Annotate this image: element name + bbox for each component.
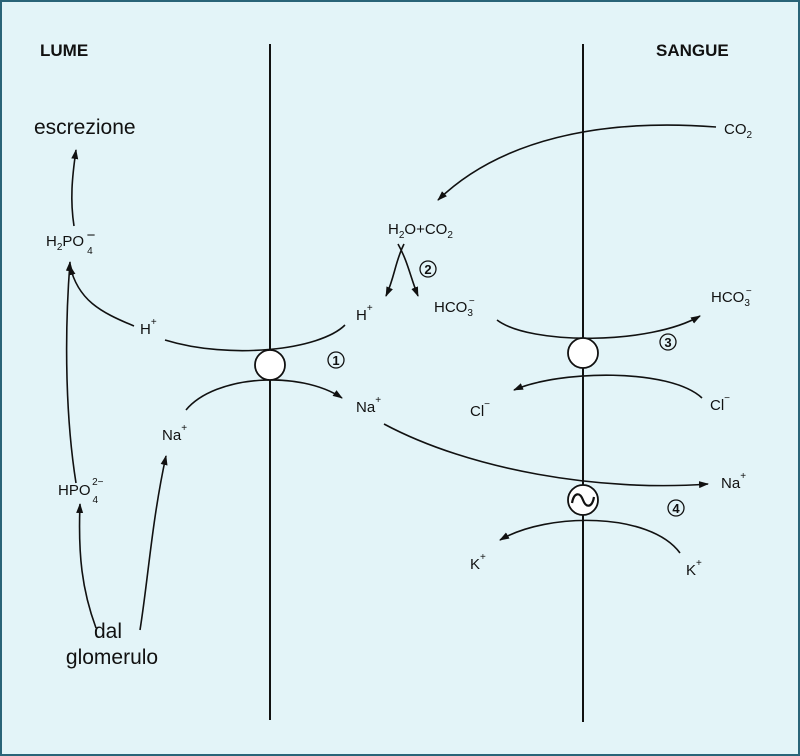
step-number-4: 4 bbox=[672, 501, 680, 516]
pump-tilde-icon bbox=[570, 493, 596, 507]
label-k-cell: K+ bbox=[470, 552, 486, 573]
header-lume: LUME bbox=[40, 41, 88, 60]
arrow-glomerulo-to-hpo4 bbox=[76, 503, 97, 629]
label-na-cell: Na+ bbox=[356, 395, 381, 416]
label-cl-cell: Cl− bbox=[470, 399, 490, 420]
arrow-glomerulo-to-na bbox=[139, 455, 168, 631]
label-hpo4: HPO42− bbox=[58, 477, 104, 506]
arrow-na-to-blood bbox=[383, 423, 709, 489]
label-h2o-co2: H2O+CO2 bbox=[388, 221, 453, 241]
label-na-blood: Na+ bbox=[721, 471, 746, 492]
arrow-to-hco3-cell bbox=[397, 243, 419, 297]
arrow-hpo4-to-h2po4 bbox=[65, 261, 77, 484]
arrow-cl-influx bbox=[513, 374, 703, 399]
label-h-cell: H+ bbox=[356, 303, 373, 324]
arrow-to-h-cell bbox=[385, 243, 405, 297]
arrow-h2po4-to-escrezione bbox=[71, 149, 79, 227]
arrow-co2-influx bbox=[437, 124, 717, 201]
label-escrezione: escrezione bbox=[34, 116, 136, 139]
label-glomerulo: glomerulo bbox=[66, 646, 158, 669]
step-badge-3 bbox=[659, 333, 677, 351]
step-number-1: 1 bbox=[332, 353, 339, 368]
label-dal: dal bbox=[94, 620, 122, 643]
label-hco3-blood: HCO3− bbox=[711, 286, 752, 309]
header-sangue: SANGUE bbox=[656, 41, 729, 60]
arrow-na-reabsorption bbox=[185, 379, 343, 411]
step-badge-2 bbox=[419, 260, 437, 278]
label-na-lumen: Na+ bbox=[162, 423, 187, 444]
step-number-3: 3 bbox=[664, 335, 671, 350]
label-h2po4: H2PO4− bbox=[46, 227, 96, 257]
step-badge-4 bbox=[667, 499, 685, 517]
label-hco3-cell: HCO3− bbox=[434, 296, 475, 319]
label-co2-blood: CO2 bbox=[724, 121, 753, 141]
label-k-blood: K+ bbox=[686, 558, 702, 579]
label-cl-blood: Cl− bbox=[710, 393, 730, 414]
antiporter-hco3-cl bbox=[567, 337, 599, 369]
step-badge-1 bbox=[327, 351, 345, 369]
antiporter-na-h bbox=[254, 349, 286, 381]
arrow-h-to-h2po4 bbox=[68, 265, 135, 327]
arrow-hco3-efflux bbox=[496, 315, 701, 340]
step-number-2: 2 bbox=[424, 262, 431, 277]
arrow-k-influx bbox=[499, 519, 681, 554]
label-h-lumen: H+ bbox=[140, 317, 157, 338]
